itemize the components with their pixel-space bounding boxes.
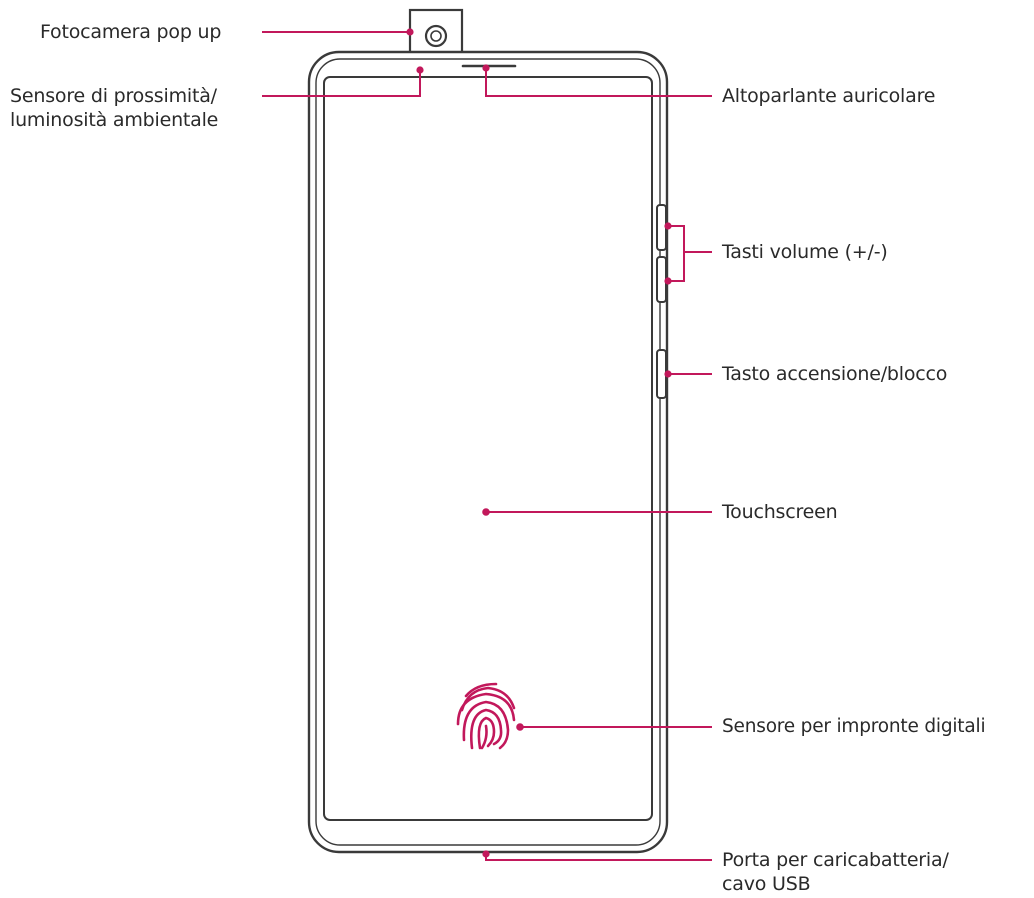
label-charger-line2: cavo USB <box>722 873 811 895</box>
label-popup-camera: Fotocamera pop up <box>40 21 222 43</box>
label-volume-keys: Tasti volume (+/-) <box>722 241 888 263</box>
label-power-key: Tasto accensione/blocco <box>722 363 948 385</box>
label-earpiece: Altoparlante auricolare <box>722 85 936 107</box>
label-charger-line1: Porta per caricabatteria/ <box>722 849 949 871</box>
volume-down-button <box>656 256 667 303</box>
label-touchscreen: Touchscreen <box>722 501 838 523</box>
fingerprint-icon <box>456 682 516 750</box>
volume-up-button <box>656 204 667 251</box>
touchscreen-area <box>323 76 653 821</box>
label-proximity-line2: luminosità ambientale <box>10 109 219 131</box>
side-buttons <box>656 204 667 399</box>
label-fingerprint: Sensore per impronte digitali <box>722 716 986 737</box>
callouts <box>262 28 712 861</box>
label-proximity-line1: Sensore di prossimità/ <box>10 85 217 107</box>
popup-camera <box>408 8 464 58</box>
camera-lens-icon <box>424 24 448 48</box>
phone-body <box>307 50 669 854</box>
